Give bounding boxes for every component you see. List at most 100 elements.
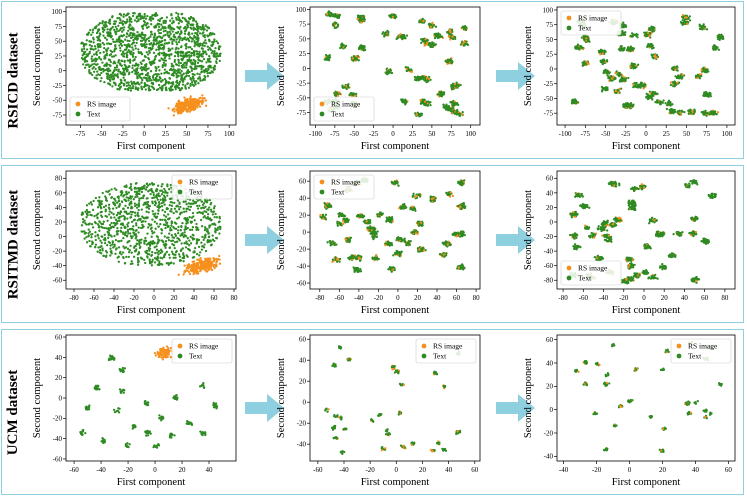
point-rs-image xyxy=(199,96,202,100)
point-text xyxy=(140,190,144,194)
point-text xyxy=(172,262,175,265)
point-text xyxy=(148,183,152,186)
point-text xyxy=(361,47,364,50)
point-text xyxy=(401,34,405,38)
point-text xyxy=(169,32,172,35)
point-text xyxy=(126,39,129,42)
x-tick-label: 0 xyxy=(391,130,395,138)
point-text xyxy=(421,17,424,21)
point-text xyxy=(149,70,153,73)
point-rs-image xyxy=(195,98,198,101)
point-text xyxy=(88,65,91,68)
point-text xyxy=(346,83,350,87)
point-text xyxy=(176,86,179,89)
point-text xyxy=(121,23,125,26)
point-rs-image xyxy=(176,110,179,113)
point-text xyxy=(648,31,652,35)
point-rs-image xyxy=(189,95,192,98)
point-text xyxy=(175,38,178,41)
point-text xyxy=(162,83,166,87)
point-text xyxy=(194,83,197,86)
x-tick-label: -25 xyxy=(118,130,128,138)
point-text xyxy=(157,48,160,51)
point-text xyxy=(139,16,142,20)
point-text xyxy=(193,45,196,48)
point-text xyxy=(95,25,98,28)
point-text xyxy=(160,52,164,55)
point-text xyxy=(91,28,95,31)
point-text xyxy=(171,22,174,25)
point-rs-image xyxy=(177,107,181,110)
point-text xyxy=(165,81,168,84)
point-text xyxy=(358,46,361,49)
point-text xyxy=(196,44,200,47)
row-rsitmd: RSITMD dataset xyxy=(0,165,747,323)
point-text xyxy=(141,15,144,18)
point-text xyxy=(150,30,153,34)
point-text xyxy=(163,68,167,71)
point-text xyxy=(114,40,117,43)
legend-label: RS image xyxy=(87,100,117,109)
point-rs-image xyxy=(185,98,188,101)
point-text xyxy=(177,83,181,86)
point-text xyxy=(457,103,460,107)
point-text xyxy=(180,12,184,16)
point-text xyxy=(159,35,162,39)
point-text xyxy=(103,46,106,50)
y-tick-label: 75 xyxy=(55,23,63,31)
point-text xyxy=(121,30,124,33)
point-text xyxy=(394,14,397,17)
point-text xyxy=(117,24,120,27)
point-text xyxy=(170,207,173,211)
point-rs-image xyxy=(198,105,202,108)
point-text xyxy=(168,57,171,60)
point-text xyxy=(652,30,655,33)
point-text xyxy=(164,21,167,25)
point-text xyxy=(186,70,189,73)
point-text xyxy=(438,34,442,37)
point-text xyxy=(421,38,424,41)
point-text xyxy=(162,51,166,54)
point-text xyxy=(689,111,693,114)
point-text xyxy=(131,36,134,39)
point-text xyxy=(362,17,366,20)
point-text xyxy=(433,36,437,40)
point-text xyxy=(123,26,126,29)
point-text xyxy=(126,69,129,72)
point-text xyxy=(120,64,123,67)
point-text xyxy=(420,41,423,45)
point-text xyxy=(135,73,138,76)
point-text xyxy=(205,29,209,32)
point-text xyxy=(83,58,86,61)
point-text xyxy=(105,49,109,52)
point-text xyxy=(712,47,715,50)
point-text xyxy=(432,24,435,27)
point-text xyxy=(605,86,608,89)
point-text xyxy=(133,190,137,193)
point-text xyxy=(622,103,625,106)
point-rs-image xyxy=(353,94,357,97)
point-text xyxy=(114,25,117,29)
point-text xyxy=(651,27,655,31)
point-text xyxy=(115,64,119,67)
point-text xyxy=(104,36,107,40)
point-text xyxy=(95,74,98,77)
y-tick-label: 75 xyxy=(546,21,554,29)
point-text xyxy=(125,32,129,35)
point-text xyxy=(187,33,190,36)
point-text xyxy=(462,44,466,47)
point-text xyxy=(121,40,124,43)
point-text xyxy=(95,53,99,56)
x-tick-label: 25 xyxy=(663,130,671,138)
point-text xyxy=(82,52,85,55)
x-tick-label: -50 xyxy=(350,130,360,138)
point-text xyxy=(137,50,140,54)
point-text xyxy=(173,59,177,62)
point-text xyxy=(636,33,639,36)
point-text xyxy=(187,86,191,89)
x-tick-label: 50 xyxy=(428,130,436,138)
point-rs-image xyxy=(185,100,188,103)
point-text xyxy=(145,51,148,54)
point-rs-image xyxy=(201,94,204,97)
point-rs-image xyxy=(676,81,679,84)
